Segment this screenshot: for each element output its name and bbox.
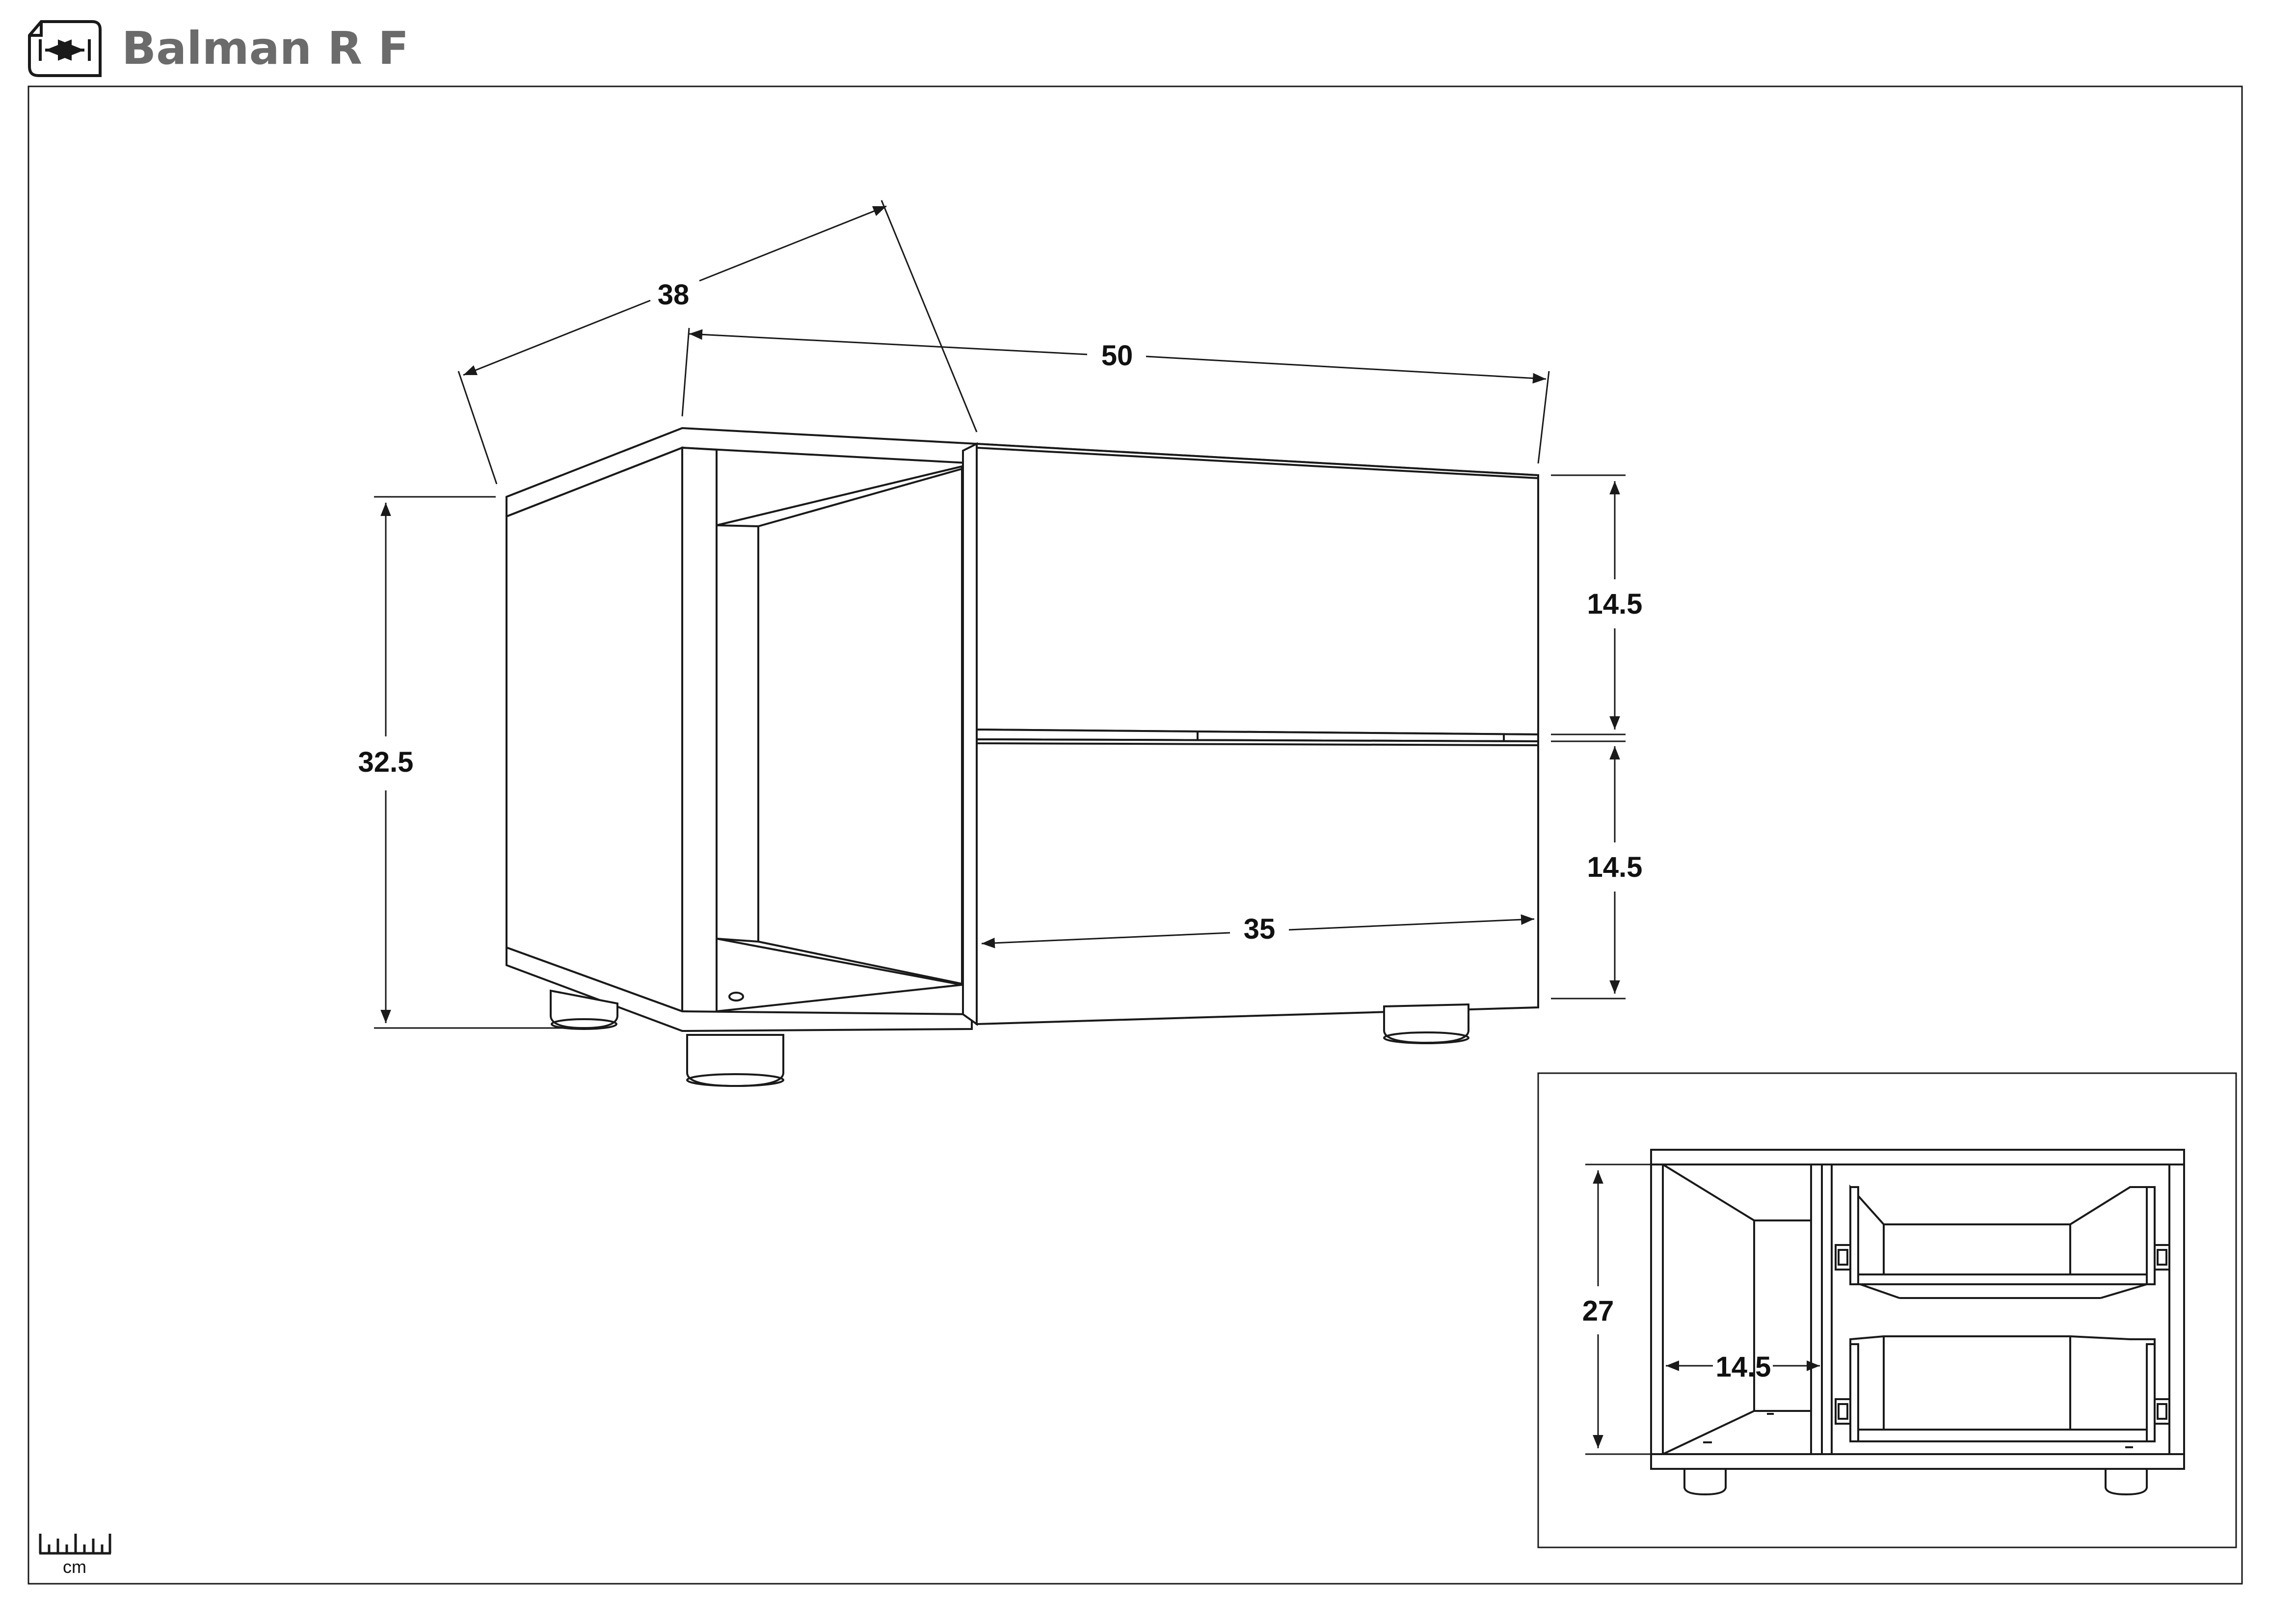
page-title: Balman R F xyxy=(122,22,409,75)
inset-front-view xyxy=(1650,1149,2185,1496)
width-label: 50 xyxy=(1101,340,1133,372)
inset-width-label: 14.5 xyxy=(1716,1351,1771,1383)
drawer-width-label: 35 xyxy=(1244,913,1276,945)
header-icon-dimension xyxy=(28,20,102,77)
inset-frame xyxy=(1537,1072,2237,1548)
drawing-frame xyxy=(27,85,2243,1585)
depth-label: 38 xyxy=(658,279,690,311)
scale-unit-label: cm xyxy=(63,1557,86,1577)
drawer-bottom-height-label: 14.5 xyxy=(1587,851,1643,883)
inset-foot-left xyxy=(1683,1468,1727,1496)
drawer-top-height-label: 14.5 xyxy=(1587,588,1643,620)
inset-height-label: 27 xyxy=(1582,1295,1614,1327)
drawer-front-bottom xyxy=(976,738,1539,1026)
foot-front-right xyxy=(1383,1003,1469,1044)
inset-dimensions xyxy=(1585,1164,1820,1455)
main-view-dimensions xyxy=(374,200,1626,1029)
foot-front-left xyxy=(686,1034,784,1087)
height-label: 32.5 xyxy=(358,746,414,778)
drawer-front-top xyxy=(976,442,1539,736)
inset-foot-right xyxy=(2105,1468,2148,1496)
ruler-icon xyxy=(39,1534,111,1555)
nightstand-main-view xyxy=(506,427,1539,1087)
